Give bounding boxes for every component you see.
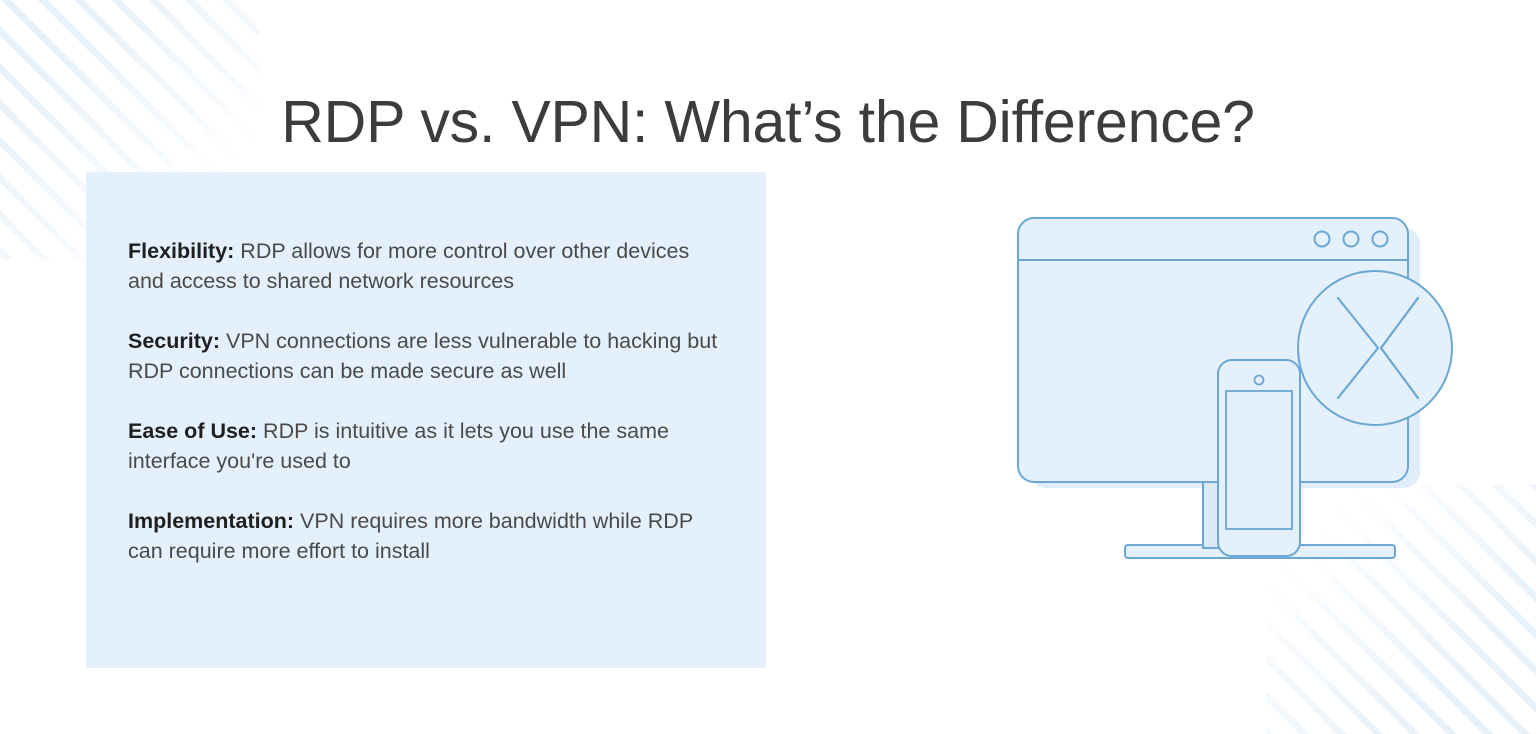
window-dot-1 (1313, 230, 1331, 248)
badge-chevron-right-icon (1336, 296, 1380, 400)
bullet-lead: Security: (128, 328, 221, 353)
bullet-item: Flexibility: RDP allows for more control… (128, 236, 722, 297)
smartphone-camera-icon (1253, 374, 1265, 386)
bullet-lead: Flexibility: (128, 238, 235, 263)
bullet-lead: Ease of Use: (128, 418, 258, 443)
bullet-item: Implementation: VPN requires more bandwi… (128, 506, 722, 567)
window-dot-3 (1371, 230, 1389, 248)
bullet-text: VPN requires more bandwidth while RDP ca… (128, 508, 693, 564)
badge-chevron-left-icon (1379, 296, 1420, 400)
bullet-item: Security: VPN connections are less vulne… (128, 326, 722, 387)
bullet-text: RDP is intuitive as it lets you use the … (128, 418, 669, 474)
info-box: Flexibility: RDP allows for more control… (86, 172, 766, 668)
page-title: RDP vs. VPN: What’s the Difference? (281, 88, 1255, 155)
bullet-lead: Implementation: (128, 508, 295, 533)
window-dot-2 (1342, 230, 1360, 248)
connection-badge (1297, 270, 1453, 426)
bullet-text: VPN connections are less vulnerable to h… (128, 328, 718, 384)
smartphone-screen (1225, 390, 1293, 530)
remote-desktop-illustration (1000, 210, 1480, 610)
bullet-text: RDP allows for more control over other d… (128, 238, 690, 294)
bullet-item: Ease of Use: RDP is intuitive as it lets… (128, 416, 722, 477)
